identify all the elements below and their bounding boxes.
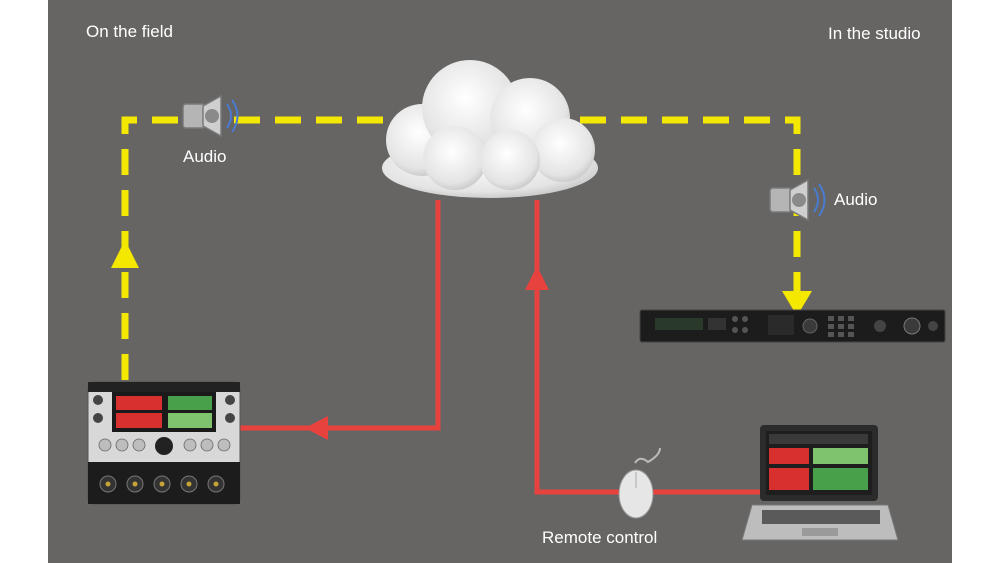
audio-arrow-down — [782, 291, 812, 316]
audio-label-right: Audio — [834, 190, 878, 209]
control-arrow-left — [305, 416, 328, 440]
speaker-icon — [182, 94, 239, 138]
laptop-icon — [741, 425, 899, 541]
audio-arrow-up — [111, 240, 139, 268]
audio-path — [121, 116, 801, 380]
remote-control-label: Remote control — [542, 528, 658, 547]
studio-label: In the studio — [828, 24, 921, 43]
speaker-icon — [769, 178, 826, 222]
control-path — [238, 200, 768, 495]
control-arrow-up — [525, 266, 549, 290]
audio-label-left: Audio — [183, 147, 227, 166]
cloud-icon — [382, 60, 598, 198]
field-label: On the field — [86, 22, 173, 41]
codec-unit-icon — [87, 381, 241, 505]
mouse-icon — [618, 447, 661, 519]
rack-receiver-icon — [639, 309, 946, 343]
